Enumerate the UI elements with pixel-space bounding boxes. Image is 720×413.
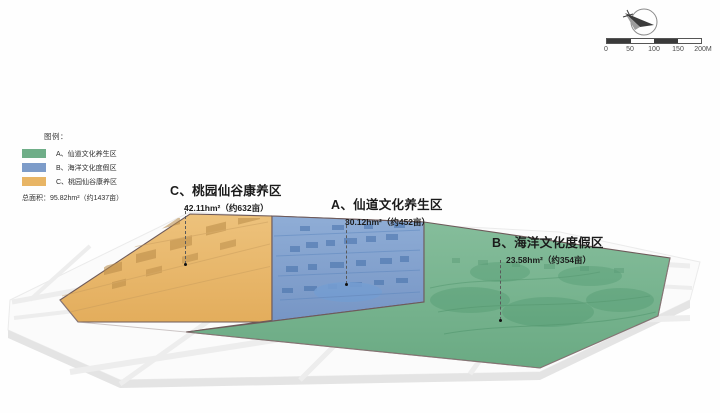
- legend-item-b[interactable]: B、海洋文化度假区: [22, 161, 134, 174]
- scale-tick-0: 0: [604, 46, 608, 53]
- annotation-zone-b: B、海洋文化度假区 23.58hm²（约354亩）: [492, 232, 604, 266]
- legend-swatch-blue: [22, 163, 46, 172]
- legend-item-b-label: B、海洋文化度假区: [56, 164, 117, 172]
- annotation-zone-a-area: 30.12hm²（约452亩）: [345, 217, 431, 227]
- leader-line-zone-b: [500, 260, 501, 320]
- scale-tick-200: 200M: [694, 46, 712, 53]
- compass-north-arrow-icon: [618, 6, 662, 38]
- leader-line-zone-a: [346, 220, 347, 284]
- annotation-zone-a: A、仙道文化养生区 30.12hm²（约452亩）: [331, 194, 443, 228]
- map-base-edge: [59, 257, 671, 369]
- scale-tick-100: 100: [648, 46, 660, 53]
- annotation-zone-c-area: 42.11hm²（约632亩）: [184, 203, 269, 213]
- annotation-zone-b-title: B、海洋文化度假区: [492, 236, 604, 250]
- scale-bar: 0 50 100 150 200M: [600, 38, 712, 60]
- leader-dot-zone-c: [184, 263, 187, 266]
- scale-tick-50: 50: [626, 46, 634, 53]
- legend-swatch-orange: [22, 177, 46, 186]
- annotation-zone-c: C、桃园仙谷康养区 42.11hm²（约632亩）: [170, 180, 282, 214]
- scale-tick-150: 150: [672, 46, 684, 53]
- leader-dot-zone-b: [499, 319, 502, 322]
- zone-c-taoyuan-xiangu[interactable]: [59, 150, 273, 323]
- leader-dot-zone-a: [345, 283, 348, 286]
- legend-item-c[interactable]: C、桃园仙谷康养区: [22, 175, 134, 188]
- legend: 图例： A、仙道文化养生区 B、海洋文化度假区 C、桃园仙谷康养区 总面积：95…: [22, 131, 134, 203]
- zone-b-haiyang-wenhua[interactable]: [185, 215, 425, 333]
- legend-total-area: 总面积：95.82hm²（约1437亩）: [22, 195, 124, 202]
- legend-title: 图例：: [44, 132, 68, 141]
- scale-bar-segments: [606, 38, 702, 44]
- legend-item-a-label: A、仙道文化养生区: [56, 150, 117, 158]
- legend-item-c-label: C、桃园仙谷康养区: [56, 178, 118, 186]
- scale-bar-labels: 0 50 100 150 200M: [600, 46, 712, 58]
- annotation-zone-c-title: C、桃园仙谷康养区: [170, 184, 282, 198]
- annotation-zone-b-area: 23.58hm²（约354亩）: [506, 255, 592, 265]
- leader-line-zone-c: [185, 206, 186, 264]
- annotation-zone-a-title: A、仙道文化养生区: [331, 198, 443, 212]
- legend-item-a[interactable]: A、仙道文化养生区: [22, 147, 134, 160]
- legend-swatch-green: [22, 149, 46, 158]
